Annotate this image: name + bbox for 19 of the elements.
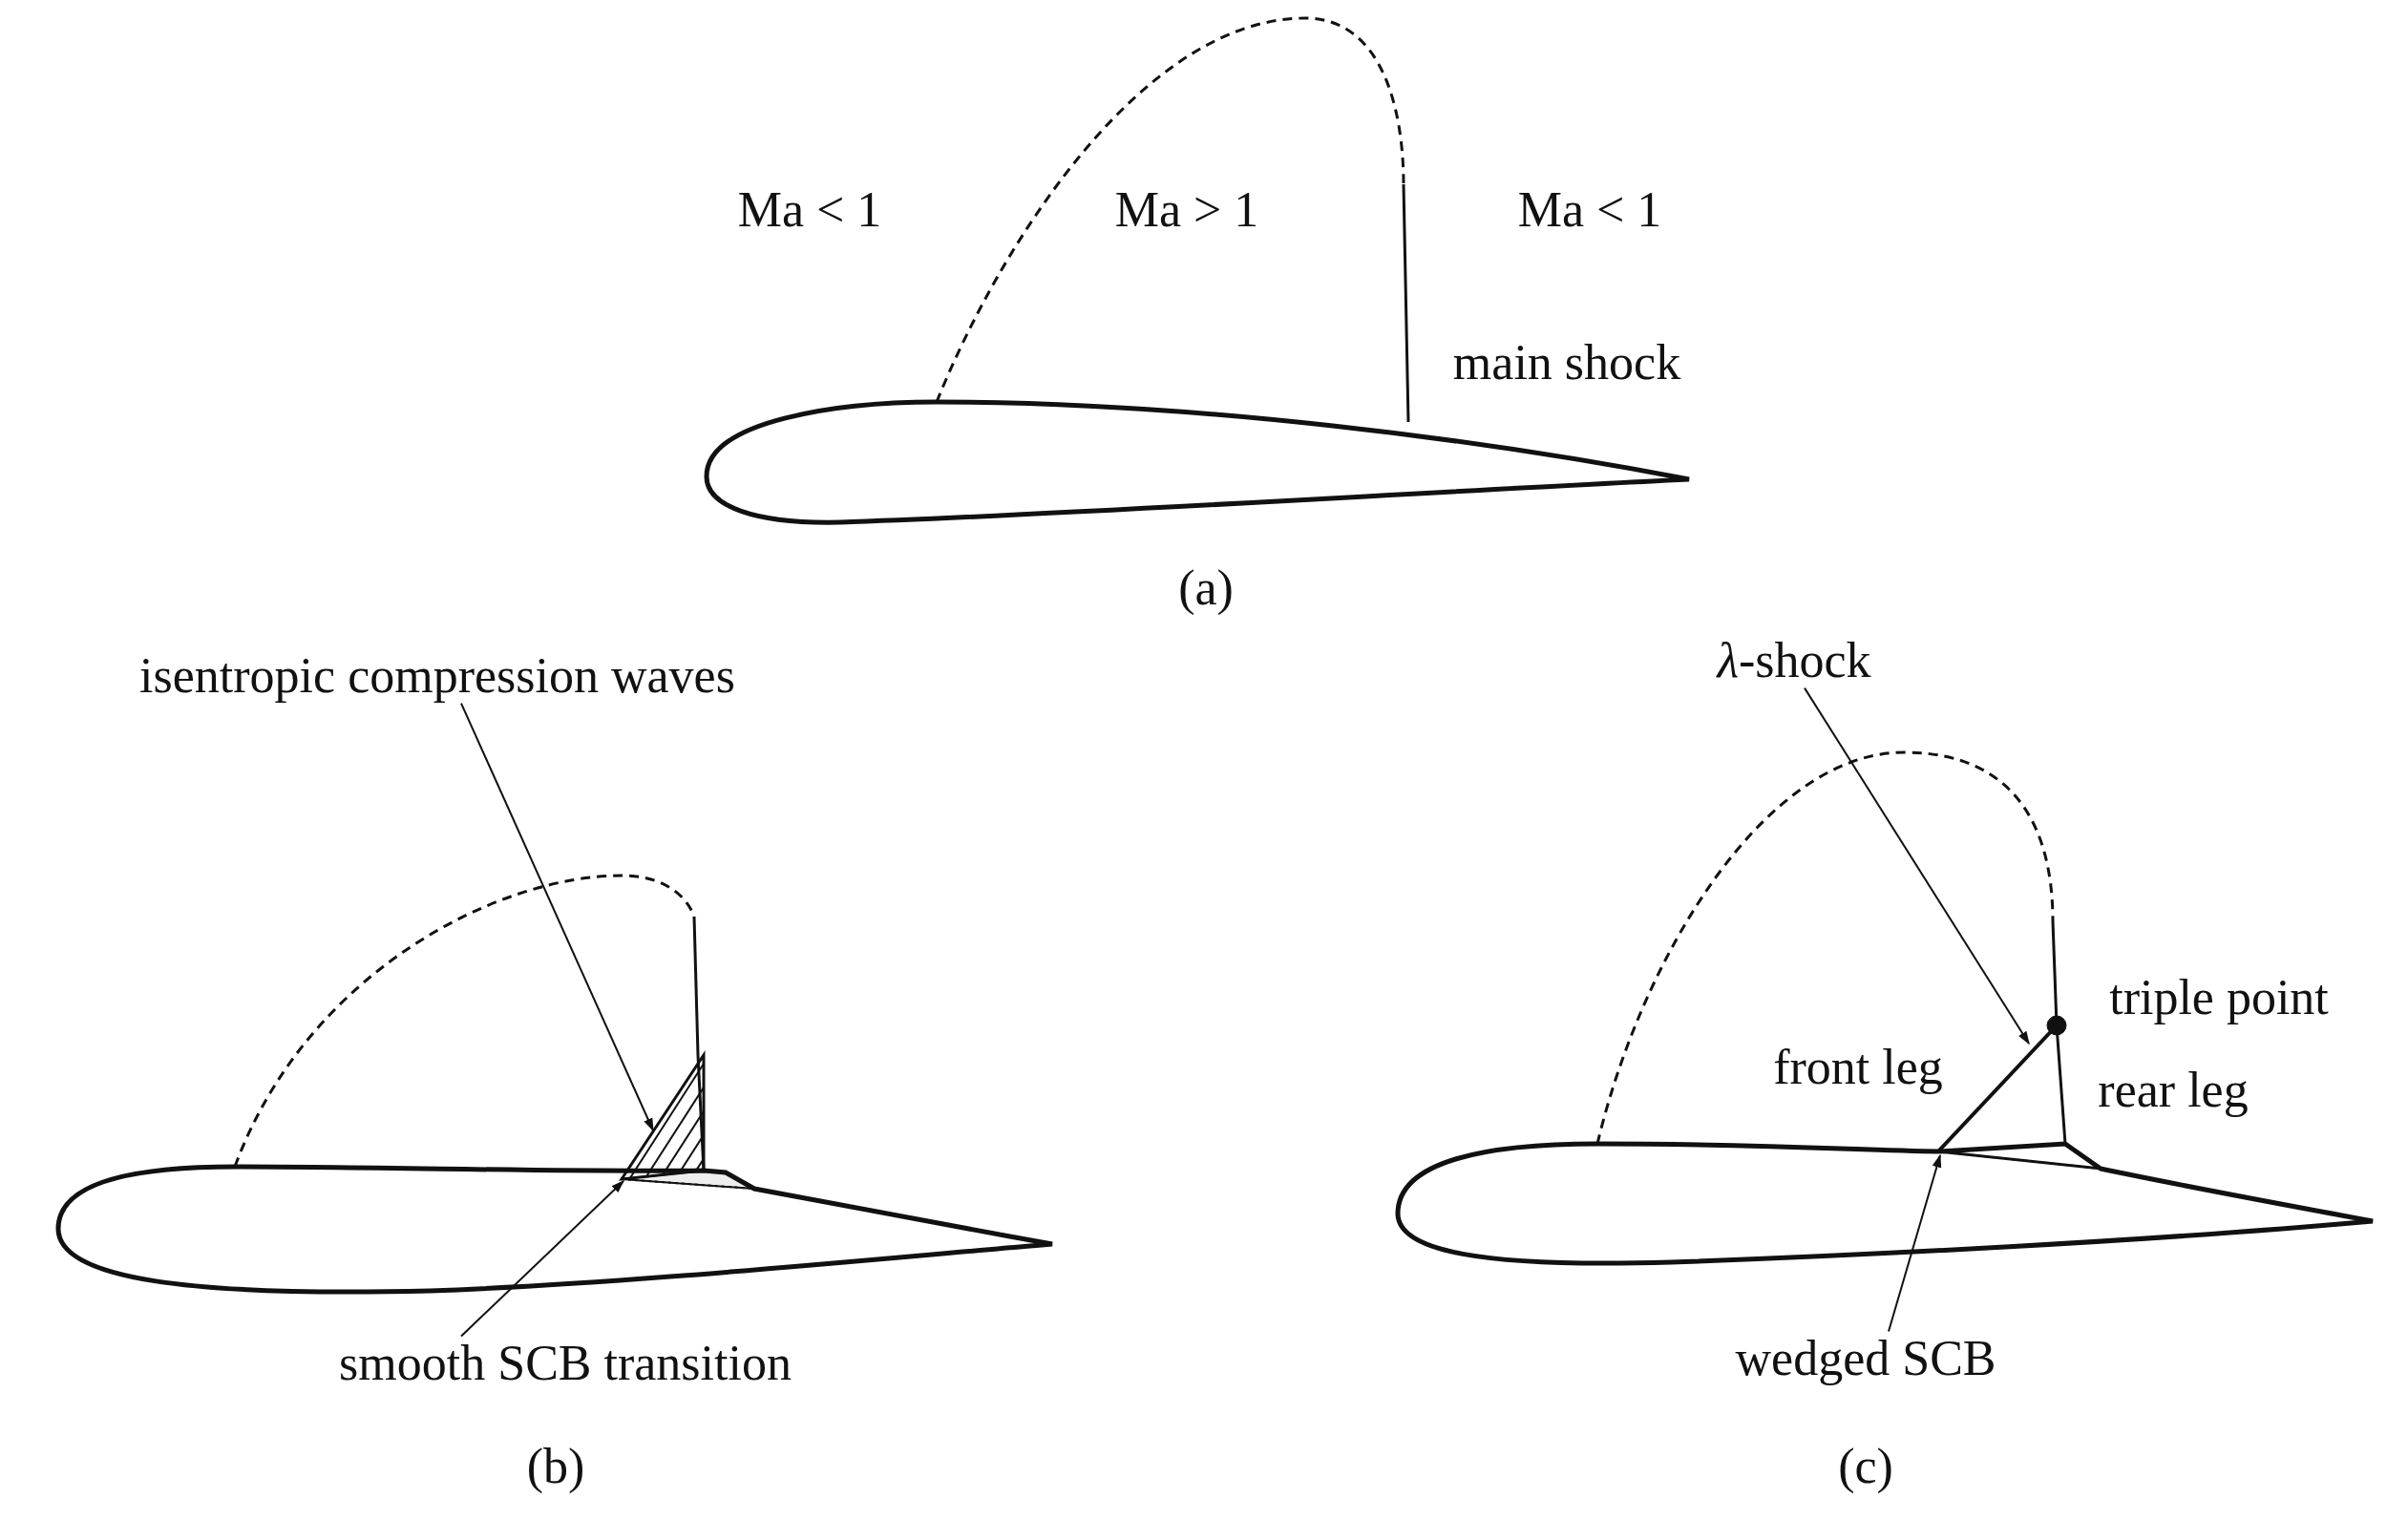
hatched-region [619, 1050, 706, 1181]
callout-text: isentropic compression waves [139, 648, 735, 704]
callout-text: smooth SCB transition [339, 1336, 792, 1391]
panel-label: (c) [1838, 1439, 1893, 1494]
leader-line [460, 1180, 624, 1338]
leader-line [1888, 1153, 1942, 1333]
callout-text: λ-shock [1717, 633, 1871, 688]
leader-line [1804, 686, 2030, 1045]
annotation-label: Ma < 1 [1517, 182, 1662, 238]
annotation-label: front leg [1773, 1040, 1943, 1095]
annotation-label: Ma > 1 [1114, 182, 1259, 238]
annotation-label: rear leg [2098, 1063, 2249, 1118]
panel-label: (a) [1178, 560, 1234, 616]
annotation-label: triple point [2109, 970, 2329, 1025]
callout-text: wedged SCB [1735, 1331, 1996, 1386]
annotation-label: main shock [1452, 335, 1681, 391]
annotation-label: Ma < 1 [737, 182, 882, 238]
leader-line [460, 702, 654, 1132]
panel-label: (b) [526, 1439, 585, 1494]
